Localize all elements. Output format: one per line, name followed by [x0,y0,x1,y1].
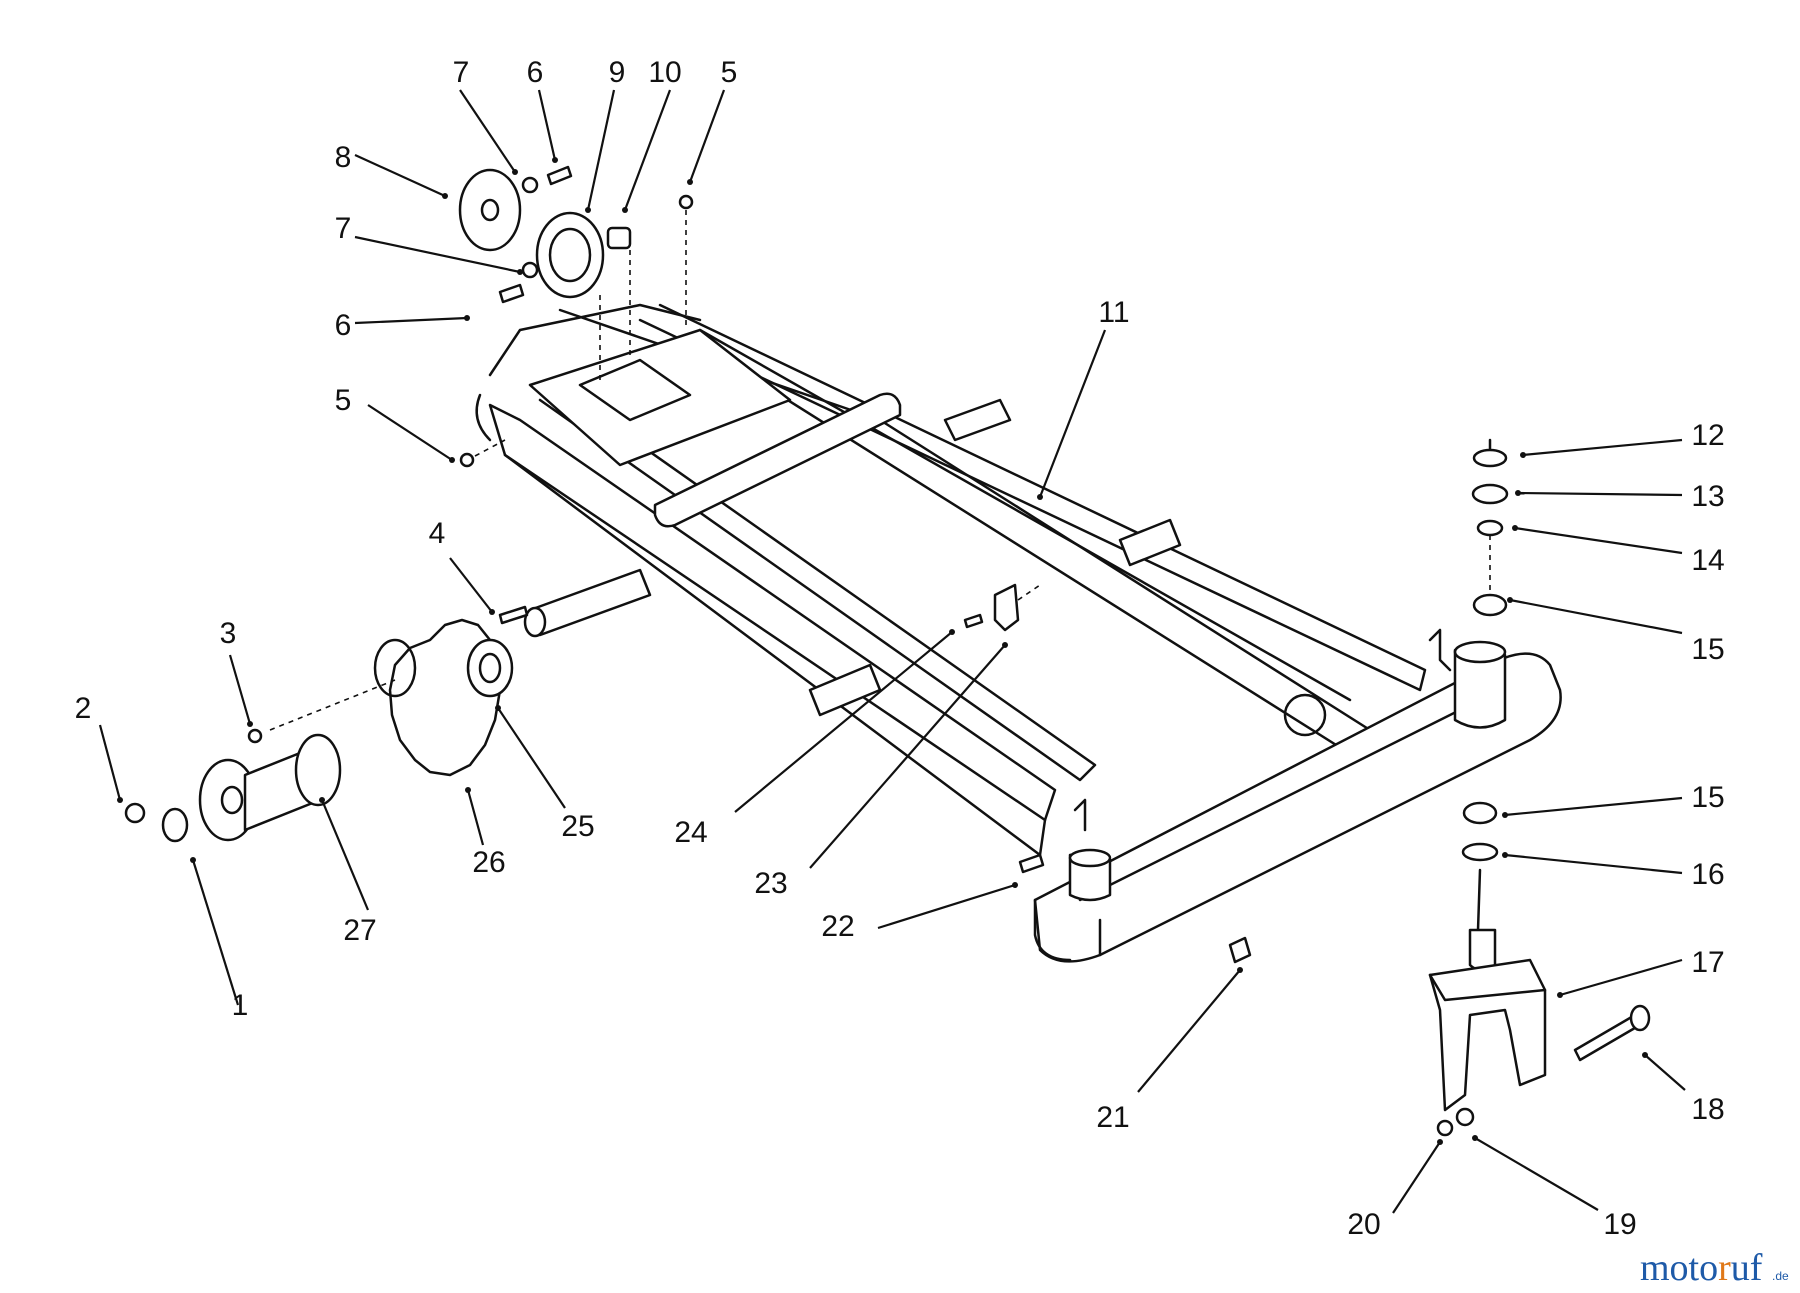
pulley-8 [458,168,522,252]
watermark-part2: r [1718,1247,1731,1289]
callout-14: 14 [1691,544,1724,577]
callout-8: 8 [335,141,352,174]
callout-9: 9 [609,56,626,89]
callout-12: 12 [1691,419,1724,452]
spacer-10 [606,226,632,250]
callout-20: 20 [1347,1208,1380,1241]
callout-17: 17 [1691,946,1724,979]
callout-5-left: 5 [335,384,352,417]
callout-25: 25 [561,810,594,843]
callout-18: 18 [1691,1093,1724,1126]
callout-6-top: 6 [527,56,544,89]
callout-10: 10 [648,56,681,89]
pulley-9 [535,211,605,299]
callout-6-left: 6 [335,309,352,342]
callout-15-top: 15 [1691,633,1724,666]
callout-27: 27 [343,914,376,947]
svg-text:motoruf: motoruf [1640,1247,1763,1289]
callout-4: 4 [429,517,446,550]
callout-21: 21 [1096,1101,1129,1134]
callout-15-bottom: 15 [1691,781,1724,814]
callout-3: 3 [220,617,237,650]
callout-1: 1 [232,989,249,1022]
callout-16: 16 [1691,858,1724,891]
callout-26: 26 [472,846,505,879]
callout-5-top: 5 [721,56,738,89]
pulley-assembly [458,165,694,468]
watermark-part3: uf [1731,1247,1763,1289]
small-parts [963,583,1252,964]
callout-19: 19 [1603,1208,1636,1241]
main-frame [475,303,1562,963]
callout-labels: 1 2 3 4 5 5 6 6 7 7 8 9 10 11 12 13 14 1… [75,56,1725,1241]
watermark-part1: moto [1640,1247,1718,1289]
hub-assembly [124,605,529,843]
callout-2: 2 [75,692,92,725]
callout-7-top: 7 [453,56,470,89]
callout-22: 22 [821,910,854,943]
callout-7-left: 7 [335,212,352,245]
callout-24: 24 [674,816,707,849]
sprocket-26 [388,618,502,777]
watermark-suffix: .de [1772,1269,1789,1283]
callout-23: 23 [754,867,787,900]
caster-assembly [1428,438,1651,1137]
leader-lines [98,89,1686,1214]
callout-11: 11 [1098,296,1129,329]
callout-13: 13 [1691,480,1724,513]
watermark-logo: motoruf .de [1640,1247,1789,1289]
